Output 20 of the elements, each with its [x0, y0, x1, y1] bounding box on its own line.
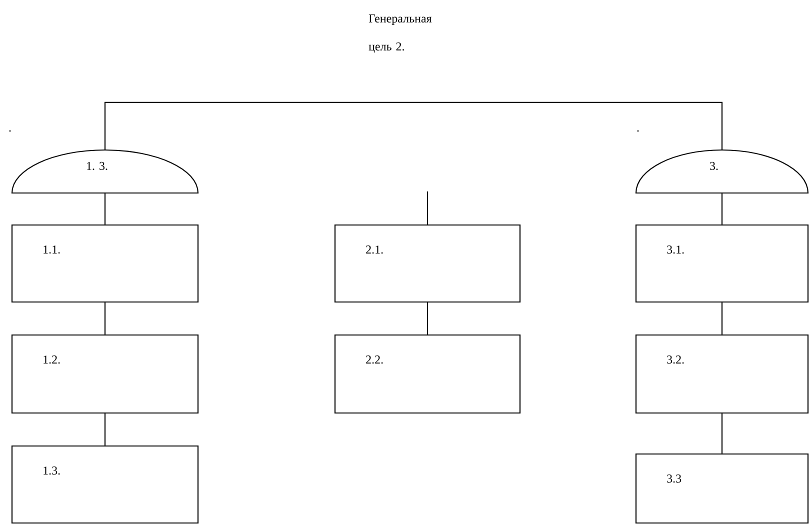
- dot-label: .: [9, 130, 11, 132]
- goal-box: 2.2.: [334, 334, 521, 414]
- title-text: Генеральная цель 2.: [368, 14, 432, 53]
- connector-line: [721, 302, 723, 334]
- goal-box: 1.1.: [11, 224, 199, 303]
- connector-line: [104, 102, 723, 150]
- connector-line: [426, 191, 428, 224]
- connector-line: [721, 194, 723, 224]
- goal-box: 3.3: [635, 453, 809, 524]
- goal-box: 1.2.: [11, 334, 199, 414]
- connector-line: [104, 302, 106, 334]
- connector-line: [104, 414, 106, 446]
- goal-box: 2.1.: [334, 224, 521, 303]
- connector-line: [426, 302, 428, 334]
- goal-box: 3.1.: [635, 224, 809, 303]
- dot-label: .: [637, 130, 639, 132]
- goal-box: 1.3.: [11, 445, 199, 524]
- connector-line: [104, 194, 106, 224]
- connector-line: [721, 414, 723, 454]
- goal-box: 3.2.: [635, 334, 809, 414]
